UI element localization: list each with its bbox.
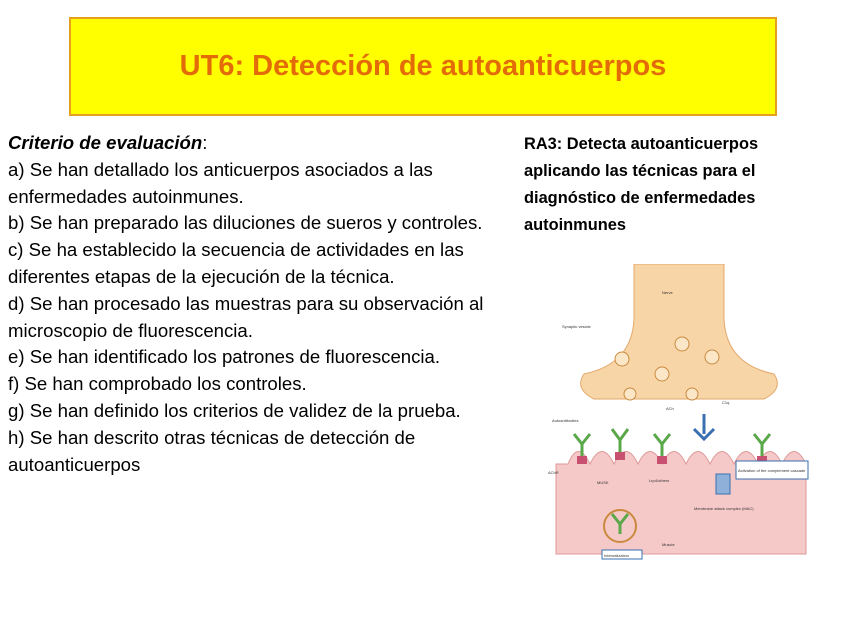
criteria-heading-colon: : (202, 132, 208, 153)
criteria-item: d) Se han procesado las muestras para su… (8, 292, 484, 341)
criteria-item: h) Se han descrito otras técnicas de det… (8, 426, 416, 475)
label-synaptic-vesicle: Synaptic vesicle (562, 324, 591, 329)
criteria-item: a) Se han detallado los anticuerpos asoc… (8, 158, 433, 207)
autoantibody-diagram: Nerve Synaptic vesicle ACh Autoantibodie… (544, 264, 818, 568)
neuromuscular-junction-illustration: Nerve Synaptic vesicle ACh Autoantibodie… (544, 264, 818, 568)
label-musk: MUSK (597, 480, 609, 485)
criteria-block: Criterio de evaluación: a) Se han detall… (8, 130, 513, 478)
internalization-vesicle (603, 509, 637, 543)
criteria-item: c) Se ha establecido la secuencia de act… (8, 239, 464, 287)
label-activation: Activation of the complement cascade (738, 468, 806, 473)
label-autoantibodies: Autoantibodies (552, 418, 578, 423)
label-internalization: Internalization (604, 553, 629, 558)
label-mac: Membrane attack complex (MAC) (694, 506, 754, 511)
label-muscle: Muscle (662, 542, 675, 547)
synaptic-vesicles (614, 336, 720, 401)
complement-icons (692, 414, 731, 495)
label-c1q: C1q (722, 400, 729, 405)
activation-box (735, 460, 809, 480)
antibody-icons (572, 428, 772, 534)
internalization-box (601, 549, 643, 560)
receptor-icons (577, 452, 767, 464)
criteria-item: g) Se han definido los criterios de vali… (8, 399, 461, 421)
learning-outcome-ra3: RA3: Detecta autoanticuerpos aplicando l… (524, 135, 759, 234)
criteria-item: b) Se han preparado las diluciones de su… (8, 212, 483, 234)
label-lrp4: Lrp4/others (649, 478, 669, 483)
criteria-heading-line: Criterio de evaluación: (8, 130, 513, 157)
label-ach: ACh (666, 406, 674, 411)
page-title: UT6: Detección de autoanticuerpos (179, 50, 667, 82)
criteria-item: e) Se han identificado los patrones de f… (8, 346, 441, 368)
title-banner: UT6: Detección de autoanticuerpos (69, 17, 777, 116)
criteria-heading: Criterio de evaluación (8, 132, 203, 153)
label-achr: AChR (548, 470, 559, 475)
label-nerve: Nerve (662, 290, 673, 295)
criteria-item: f) Se han comprobado los controles. (8, 373, 307, 395)
